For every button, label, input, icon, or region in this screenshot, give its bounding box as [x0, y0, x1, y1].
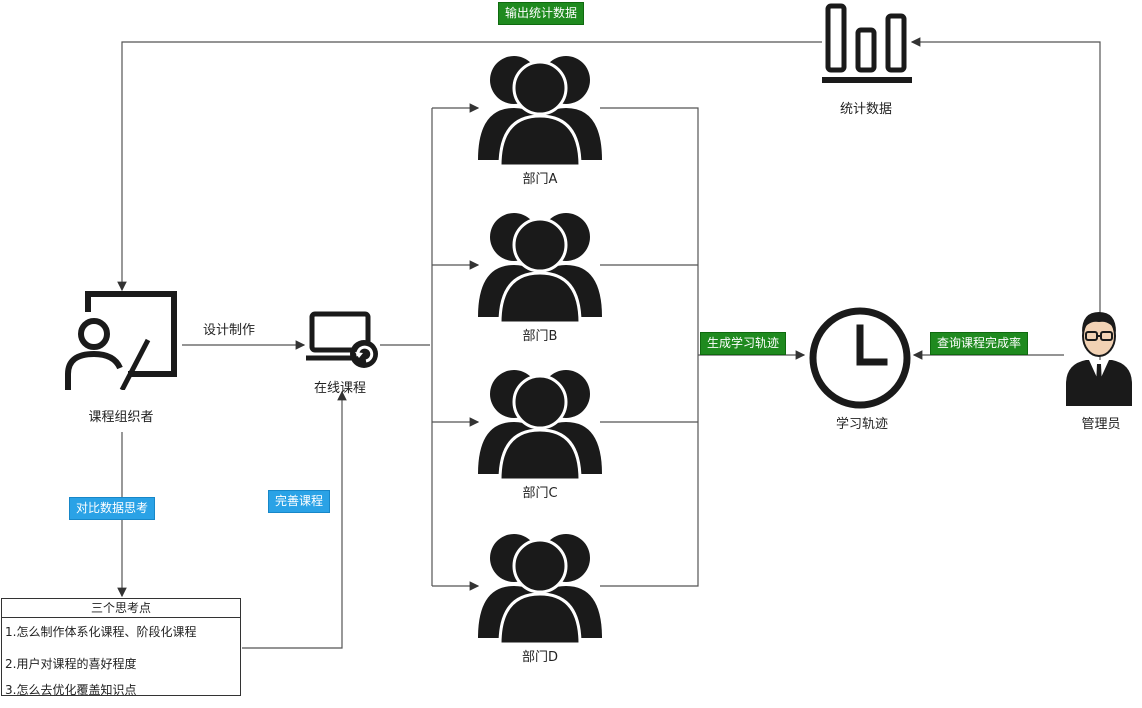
stats-data-label: 统计数据 — [839, 102, 893, 117]
generate-track-tag: 生成学习轨迹 — [700, 332, 787, 355]
clock-icon — [809, 307, 911, 409]
output-stats-tag: 输出统计数据 — [498, 2, 585, 25]
course-organizer-label: 课程组织者 — [88, 410, 154, 425]
compare-data-tag: 对比数据思考 — [69, 497, 156, 520]
dept-a-label: 部门A — [522, 172, 558, 187]
improve-course-tag: 完善课程 — [268, 490, 331, 513]
thinking-point-3: 3.怎么去优化覆盖知识点 — [5, 683, 137, 697]
thinking-point-2: 2.用户对课程的喜好程度 — [5, 657, 137, 671]
laptop-icon — [306, 311, 378, 368]
admin-avatar-icon — [1066, 312, 1132, 406]
dept-b-label: 部门B — [522, 329, 558, 344]
dept-d-label: 部门D — [521, 650, 559, 665]
design-make-label: 设计制作 — [203, 323, 256, 338]
group-icon-d — [478, 534, 602, 644]
dept-c-label: 部门C — [522, 486, 558, 501]
group-icon-a — [478, 56, 602, 166]
group-icon-b — [478, 213, 602, 323]
bar-chart-icon — [822, 3, 912, 83]
admin-label: 管理员 — [1081, 417, 1121, 432]
thinking-points-box: 三个思考点 1.怎么制作体系化课程、阶段化课程 2.用户对课程的喜好程度 3.怎… — [1, 598, 241, 697]
group-icon-c — [478, 370, 602, 480]
thinking-points-title: 三个思考点 — [2, 599, 240, 618]
online-course-label: 在线课程 — [313, 381, 367, 396]
teacher-board-icon — [65, 291, 177, 390]
learning-track-label: 学习轨迹 — [835, 417, 889, 432]
thinking-point-1: 1.怎么制作体系化课程、阶段化课程 — [5, 625, 197, 639]
query-completion-tag: 查询课程完成率 — [930, 332, 1029, 355]
